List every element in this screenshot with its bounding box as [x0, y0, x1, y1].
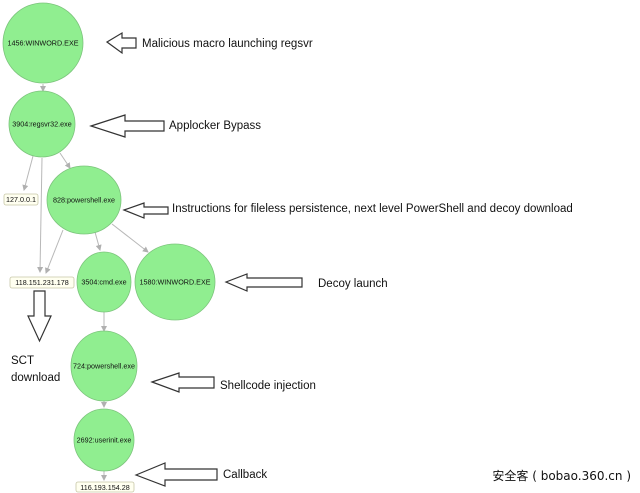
arrow-decoy-icon: [224, 273, 303, 292]
annotation-sct-line1: SCT: [11, 355, 34, 367]
arrow-macro-icon: [105, 31, 137, 55]
arrow-shellcode-icon: [150, 372, 215, 393]
annotation-sct-line2: download: [11, 372, 60, 384]
arrow-applocker-icon: [89, 114, 165, 138]
node-winword-1456[interactable]: 1456:WINWORD.EXE: [2, 2, 84, 84]
node-label: 1580:WINWORD.EXE: [139, 278, 210, 287]
node-powershell-724[interactable]: 724:powershell.exe: [70, 330, 138, 402]
node-winword-1580[interactable]: 1580:WINWORD.EXE: [134, 243, 216, 321]
node-label: 1456:WINWORD.EXE: [7, 39, 78, 48]
ip-label: 118.151.231.178: [15, 278, 68, 287]
annotation-instructions: Instructions for fileless persistence, n…: [172, 203, 573, 215]
node-cmd-3504[interactable]: 3504:cmd.exe: [76, 251, 132, 313]
arrow-callback-icon: [134, 462, 218, 487]
annotation-applocker: Applocker Bypass: [169, 120, 261, 132]
ip-node-localhost[interactable]: 127.0.0.1: [3, 193, 39, 206]
annotation-callback: Callback: [223, 469, 267, 481]
arrow-sct-down-icon: [27, 290, 52, 343]
edge-powershell828-cmd: [94, 231, 102, 251]
node-powershell-828[interactable]: 828:powershell.exe: [46, 165, 122, 235]
node-label: 724:powershell.exe: [73, 362, 135, 371]
ip-node-118[interactable]: 118.151.231.178: [9, 276, 75, 289]
annotation-decoy: Decoy launch: [318, 278, 388, 290]
ip-label: 127.0.0.1: [6, 195, 36, 204]
edge-regsvr32-powershell828: [59, 152, 71, 169]
node-label: 2692:userinit.exe: [77, 436, 132, 445]
edge-regsvr32-localhost: [22, 155, 34, 191]
ip-node-116[interactable]: 116.193.154.28: [75, 481, 135, 493]
annotation-macro: Malicious macro launching regsvr: [142, 38, 313, 50]
edge-powershell828-ip118: [45, 229, 64, 274]
edges: [22, 84, 149, 481]
ip-label: 116.193.154.28: [80, 483, 129, 492]
node-regsvr32-3904[interactable]: 3904:regsvr32.exe: [8, 90, 76, 158]
annotation-shellcode: Shellcode injection: [220, 380, 316, 392]
edge-regsvr32-ip118: [37, 157, 44, 273]
arrow-instructions-icon: [122, 202, 169, 219]
watermark: 安全客 ( bobao.360.cn ): [492, 468, 631, 483]
edge-powershell828-winword1580: [111, 223, 149, 253]
node-label: 3904:regsvr32.exe: [12, 120, 72, 129]
node-label: 3504:cmd.exe: [81, 278, 126, 287]
node-label: 828:powershell.exe: [53, 196, 115, 205]
node-userinit-2692[interactable]: 2692:userinit.exe: [73, 408, 135, 472]
